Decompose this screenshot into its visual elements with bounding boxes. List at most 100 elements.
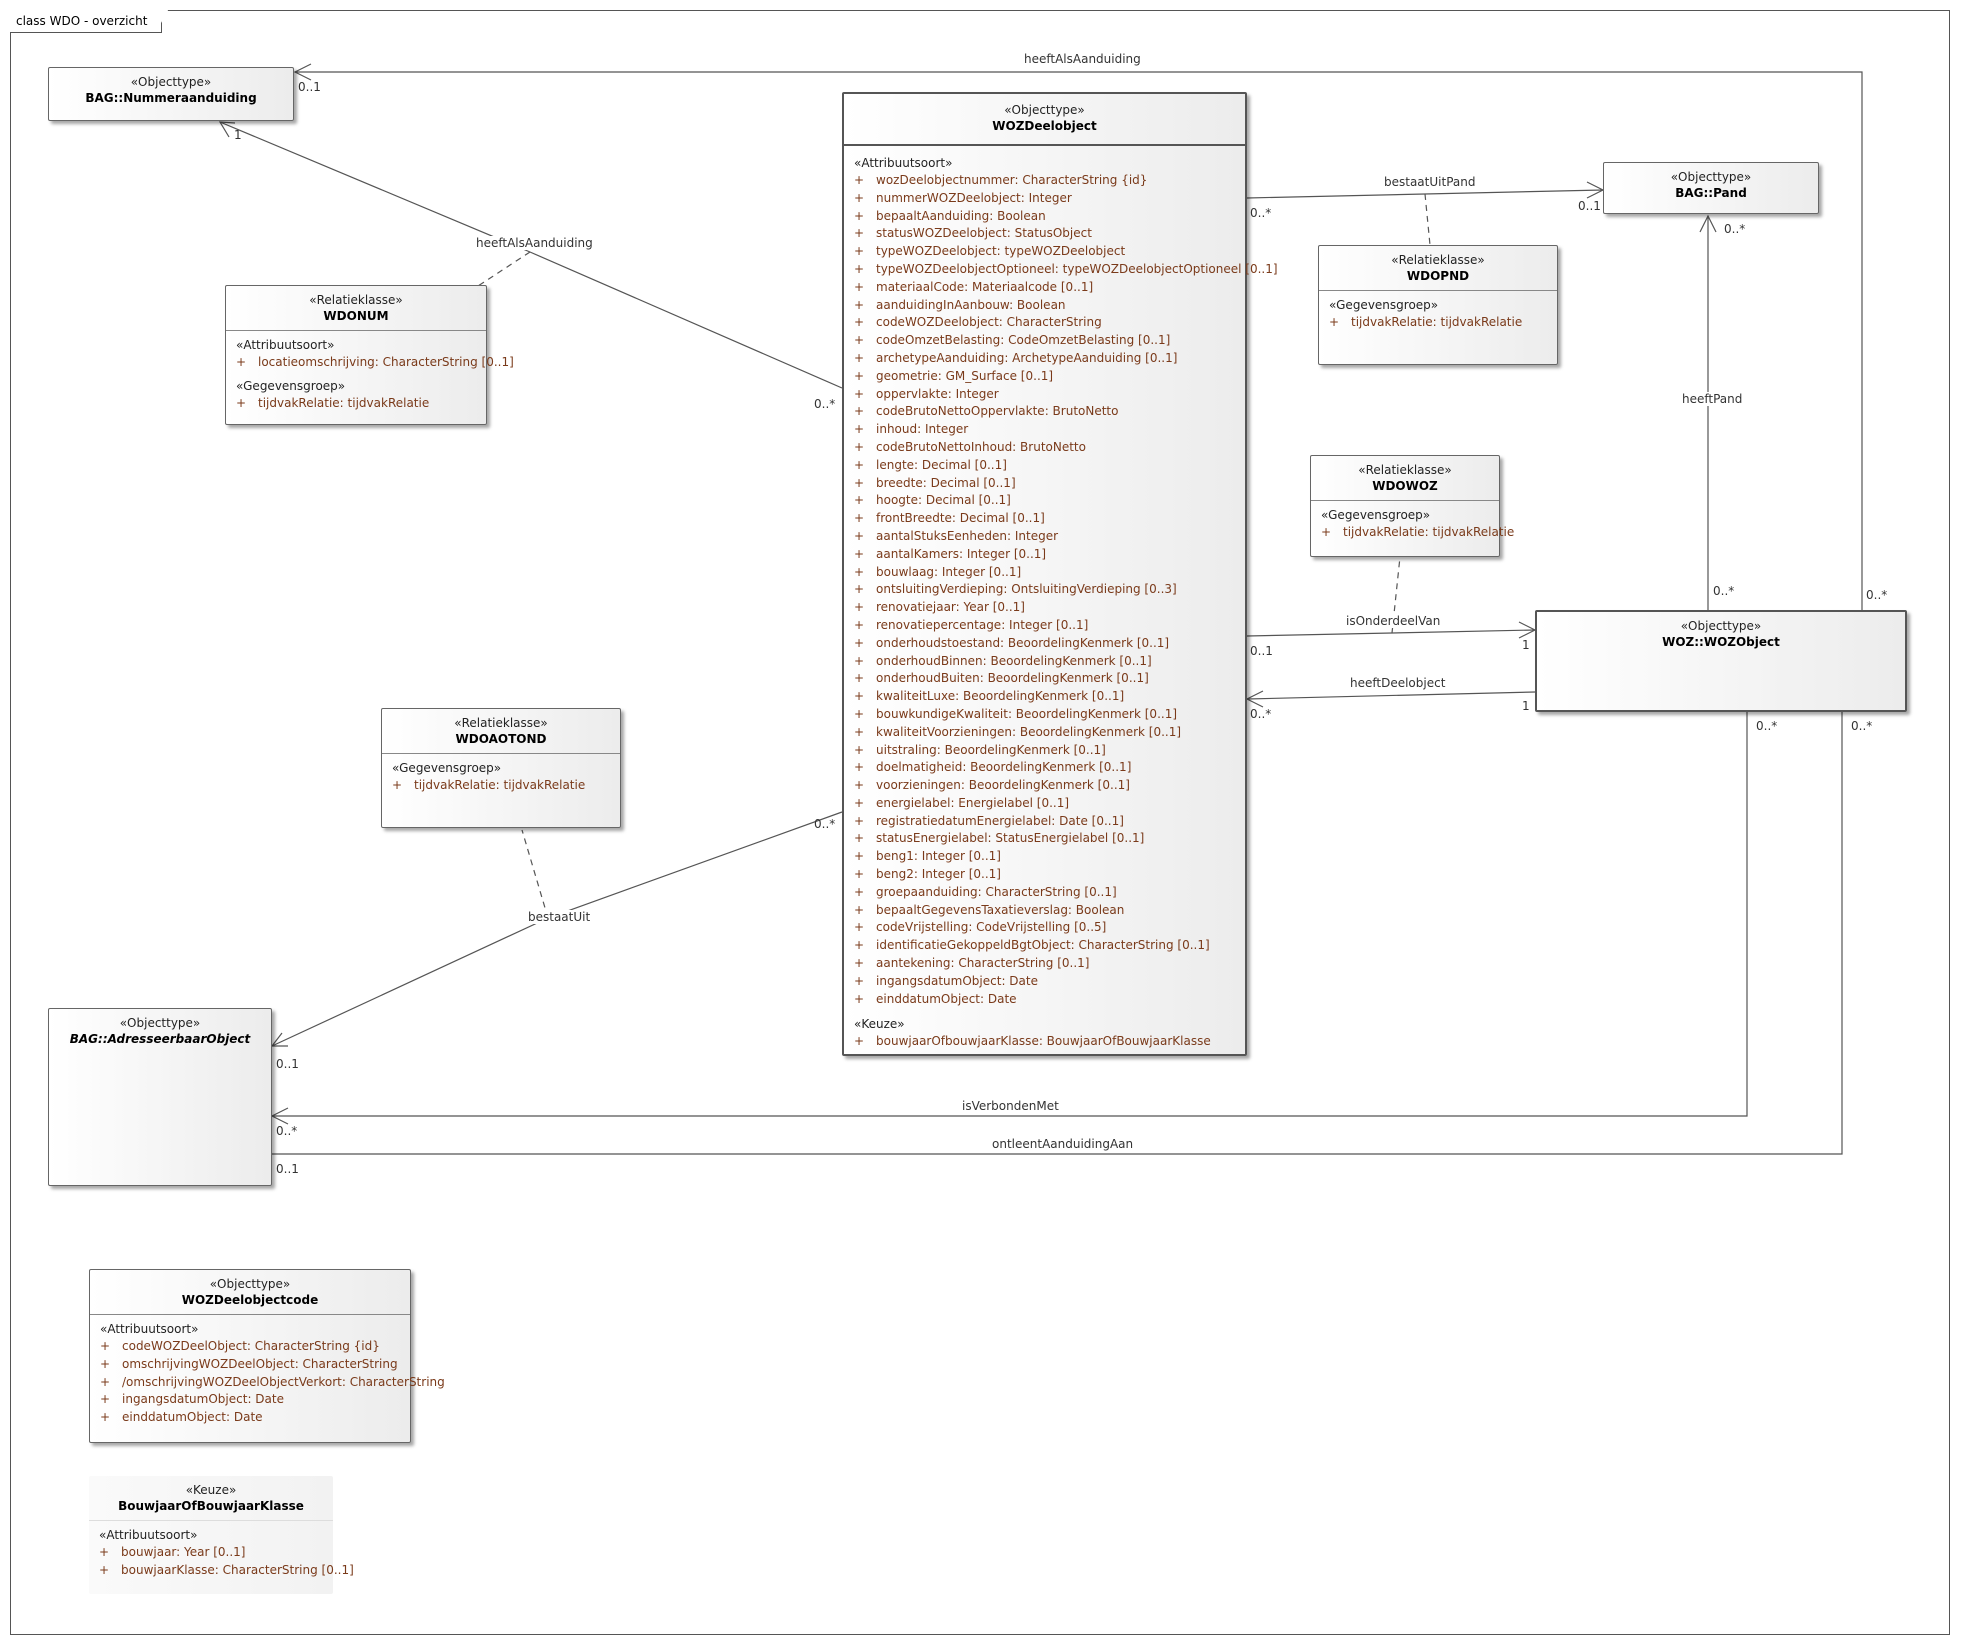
attribute-row: +renovatiejaar: Year [0..1]	[854, 599, 1239, 617]
attribute-text: doelmatigheid: BeoordelingKenmerk [0..1]	[876, 760, 1132, 775]
attribute-row: +breedte: Decimal [0..1]	[854, 475, 1239, 493]
attribute-row: +bouwkundigeKwaliteit: BeoordelingKenmer…	[854, 706, 1239, 724]
attribute-text: tijdvakRelatie: tijdvakRelatie	[414, 778, 586, 792]
visibility-marker: +	[854, 564, 865, 579]
attribute-row: +tijdvakRelatie: tijdvakRelatie	[236, 395, 480, 413]
attribute-text: bouwlaag: Integer [0..1]	[876, 564, 1022, 579]
attribute-section: «Attribuutsoort»+bouwjaar: Year [0..1]+b…	[89, 1521, 354, 1582]
label-heeftpand: heeftPand	[1680, 392, 1745, 406]
attribute-text: kwaliteitVoorzieningen: BeoordelingKenme…	[876, 724, 1182, 739]
attribute-row: +kwaliteitLuxe: BeoordelingKenmerk [0..1…	[854, 688, 1239, 706]
class-wozdeelobject[interactable]: «Objecttype» WOZDeelobject «Attribuutsoo…	[842, 92, 1278, 1056]
compartment-divider	[382, 753, 620, 754]
class-bouwjaarofbouwjaarklasse[interactable]: «Keuze» BouwjaarOfBouwjaarKlasse «Attrib…	[89, 1476, 354, 1594]
attribute-text: tijdvakRelatie: tijdvakRelatie	[1351, 315, 1523, 329]
attribute-row: +einddatumObject: Date	[854, 991, 1239, 1009]
assoc-ontleentaanduidingaan-line	[272, 712, 1843, 1155]
class-name: BAG::Nummeraanduiding	[85, 91, 257, 105]
class-name: WOZDeelobject	[992, 119, 1097, 133]
label-ontleentaanduidingaan: ontleentAanduidingAan	[990, 1137, 1136, 1151]
attribute-row: +aantalStuksEenheden: Integer	[854, 528, 1239, 546]
visibility-marker: +	[854, 297, 865, 312]
attribute-row: +onderhoudstoestand: BeoordelingKenmerk …	[854, 635, 1239, 653]
visibility-marker: +	[854, 742, 865, 757]
compartment-divider	[1319, 290, 1557, 291]
visibility-marker: +	[854, 813, 865, 828]
attribute-text: voorzieningen: BeoordelingKenmerk [0..1]	[876, 778, 1130, 793]
attribute-text: oppervlakte: Integer	[876, 386, 999, 401]
visibility-marker: +	[854, 333, 865, 348]
visibility-marker: +	[854, 350, 865, 365]
attribute-text: statusWOZDeelobject: StatusObject	[876, 226, 1092, 241]
visibility-marker: +	[854, 902, 865, 917]
attribute-row: +wozDeelobjectnummer: CharacterString {i…	[854, 172, 1239, 190]
attribute-text: onderhoudstoestand: BeoordelingKenmerk […	[876, 635, 1170, 650]
attribute-section: «Gegevensgroep» +tijdvakRelatie: tijdvak…	[1311, 501, 1514, 544]
mult-ao-verbonden: 0..*	[276, 1124, 298, 1138]
attribute-text: omschrijvingWOZDeelObject: CharacterStri…	[122, 1356, 398, 1371]
class-nummeraanduiding[interactable]: «Objecttype» BAG::Nummeraanduiding	[48, 67, 294, 121]
class-wozobject[interactable]: «Objecttype» WOZ::WOZObject	[1535, 610, 1907, 712]
visibility-marker: +	[100, 1392, 111, 1407]
attribute-row: +aantekening: CharacterString [0..1]	[854, 955, 1239, 973]
attribute-section: «Gegevensgroep» +tijdvakRelatie: tijdvak…	[382, 754, 620, 797]
visibility-marker: +	[854, 671, 865, 686]
label-heeftdeelobject: heeftDeelobject	[1348, 676, 1448, 690]
attribute-row: +typeWOZDeelobjectOptioneel: typeWOZDeel…	[854, 261, 1278, 279]
section-title: «Gegevensgroep»	[236, 378, 346, 393]
class-pand[interactable]: «Objecttype» BAG::Pand	[1603, 162, 1819, 214]
class-wdonum[interactable]: «Relatieklasse» WDONUM «Attribuutsoort» …	[225, 285, 514, 425]
attribute-text: bouwjaar: Year [0..1]	[121, 1545, 246, 1559]
visibility-marker: +	[236, 395, 247, 410]
class-adresseerbaarobject[interactable]: «Objecttype» BAG::AdresseerbaarObject	[48, 1008, 272, 1186]
visibility-marker: +	[854, 315, 865, 330]
class-wdoaotond[interactable]: «Relatieklasse» WDOAOTOND «Gegevensgroep…	[381, 708, 621, 828]
attribute-row: +typeWOZDeelobject: typeWOZDeelobject	[854, 243, 1239, 261]
section-title: «Attribuutsoort»	[236, 338, 335, 352]
visibility-marker: +	[854, 386, 865, 401]
attribute-row: +bouwjaarOfbouwjaarKlasse: BouwjaarOfBou…	[854, 1033, 1239, 1051]
section-title: «Gegevensgroep»	[1321, 508, 1431, 522]
class-wdopnd[interactable]: «Relatieklasse» WDOPND «Gegevensgroep» +…	[1318, 245, 1558, 365]
attribute-text: bepaaltGegevensTaxatieverslag: Boolean	[876, 902, 1125, 917]
attribute-row: +locatieomschrijving: CharacterString [0…	[236, 354, 514, 372]
attribute-row: +lengte: Decimal [0..1]	[854, 457, 1239, 475]
class-name: WDOPND	[1406, 269, 1470, 283]
attribute-row: + bouwlaag: Integer [0..1]	[854, 564, 1239, 582]
mult-wdo-ondvan: 0..1	[1250, 644, 1273, 658]
mult-woz-heeftdeel: 1	[1522, 699, 1530, 713]
label-bestaatuit: bestaatUit	[526, 910, 593, 924]
mult-ao-bestaatuit: 0..1	[276, 1057, 299, 1071]
section-title: «Gegevensgroep»	[1329, 298, 1439, 312]
attribute-text: beng2: Integer [0..1]	[876, 867, 1001, 882]
attribute-row: + bepaaltGegevensTaxatieverslag: Boolean	[854, 902, 1239, 920]
compartment-divider	[226, 330, 486, 331]
class-wdowoz[interactable]: «Relatieklasse» WDOWOZ «Gegevensgroep» +…	[1310, 455, 1514, 557]
attribute-row: +codeBrutoNettoOppervlakte: BrutoNetto	[854, 403, 1239, 421]
attribute-text: ontsluitingVerdieping: OntsluitingVerdie…	[876, 582, 1177, 597]
visibility-marker: +	[854, 617, 865, 632]
attribute-row: +codeWOZDeelobject: CharacterString	[854, 314, 1239, 332]
attribute-text: beng1: Integer [0..1]	[876, 849, 1001, 864]
class-name: WOZ::WOZObject	[1662, 635, 1780, 649]
attribute-row: +inhoud: Integer	[854, 421, 1239, 439]
visibility-marker: +	[854, 475, 865, 490]
class-wozdeelobjectcode[interactable]: «Objecttype» WOZDeelobjectcode «Attribuu…	[89, 1269, 445, 1443]
visibility-marker: +	[854, 528, 865, 543]
visibility-marker: +	[1329, 315, 1340, 329]
visibility-marker: +	[854, 190, 865, 205]
class-name: WDOAOTOND	[455, 732, 547, 746]
attribute-text: aantekening: CharacterString [0..1]	[876, 956, 1090, 971]
attribute-text: einddatumObject: Date	[122, 1410, 263, 1425]
attribute-row: +onderhoudBinnen: BeoordelingKenmerk [0.…	[854, 653, 1239, 671]
stereotype-label: «Keuze»	[185, 1483, 237, 1497]
attribute-text: geometrie: GM_Surface [0..1]	[876, 368, 1054, 383]
stereotype-label: «Objecttype»	[1004, 103, 1085, 117]
attribute-text: ingangsdatumObject: Date	[122, 1392, 284, 1407]
attribute-text: onderhoudBuiten: BeoordelingKenmerk [0..…	[876, 671, 1149, 686]
attribute-row: +renovatiepercentage: Integer [0..1]	[854, 617, 1239, 635]
attribute-row: +einddatumObject: Date	[100, 1409, 404, 1427]
attribute-row: +/omschrijvingWOZDeelObjectVerkort: Char…	[100, 1374, 445, 1392]
attribute-row: +voorzieningen: BeoordelingKenmerk [0..1…	[854, 777, 1239, 795]
